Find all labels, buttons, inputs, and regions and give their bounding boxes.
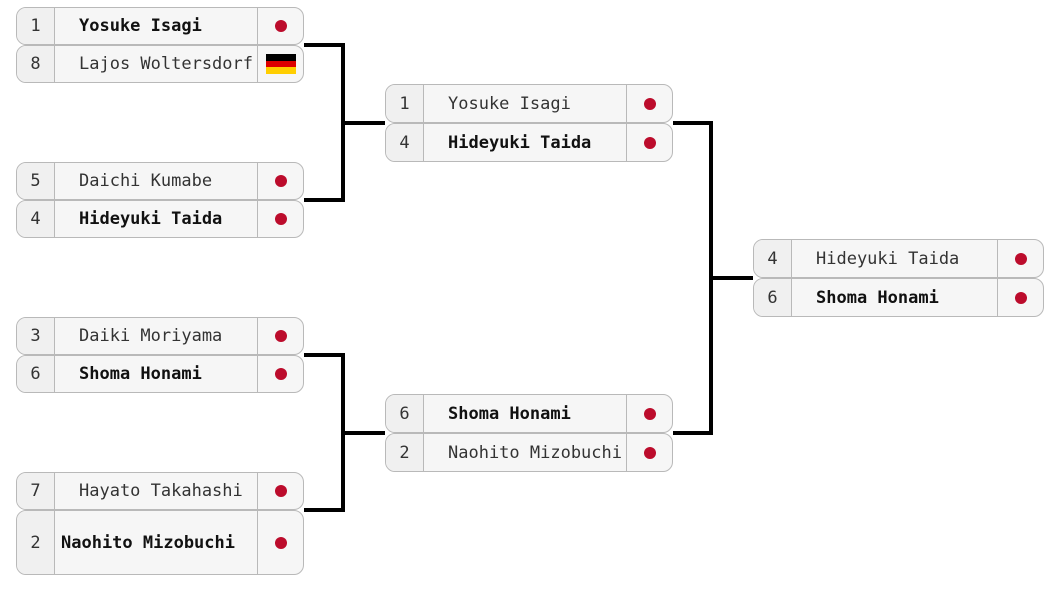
competitor-row: 1 Yosuke Isagi	[385, 84, 673, 123]
japan-flag-icon	[257, 356, 303, 392]
japan-flag-dot	[274, 368, 287, 380]
seed-number: 1	[386, 85, 424, 122]
seed-number: 5	[17, 163, 55, 199]
japan-flag-icon	[626, 85, 672, 122]
japan-flag-dot	[274, 330, 287, 342]
japan-flag-icon	[257, 511, 303, 574]
japan-flag-dot	[274, 175, 287, 187]
seed-number: 2	[17, 511, 55, 574]
seed-number: 4	[386, 124, 424, 161]
seed-number: 2	[386, 434, 424, 471]
connector-round1-lower	[304, 353, 385, 512]
competitor-row: 4 Hideyuki Taida	[385, 123, 673, 162]
competitor-name: Naohito Mizobuchi	[61, 532, 235, 553]
competitor-name: Shoma Honami	[448, 403, 571, 424]
japan-flag-icon	[626, 124, 672, 161]
seed-number: 6	[754, 279, 792, 316]
japan-flag-dot	[274, 213, 287, 225]
japan-flag-dot	[643, 97, 656, 110]
japan-flag-dot	[1014, 252, 1027, 265]
japan-flag-icon	[997, 279, 1043, 316]
competitor-name: Yosuke Isagi	[448, 93, 571, 114]
competitor-name: Yosuke Isagi	[79, 16, 202, 36]
competitor-row: 2 Naohito Mizobuchi	[385, 433, 673, 472]
competitor-name: Shoma Honami	[79, 364, 202, 384]
connector-round1-upper	[304, 43, 385, 202]
competitor-row: 6 Shoma Honami	[385, 394, 673, 433]
competitor-row: 8 Lajos Woltersdorf	[16, 45, 304, 83]
competitor-row: 1 Yosuke Isagi	[16, 7, 304, 45]
germany-flag	[265, 54, 296, 75]
japan-flag-dot	[274, 20, 287, 32]
seed-number: 4	[754, 240, 792, 277]
japan-flag-dot	[1014, 291, 1027, 304]
competitor-name: Daichi Kumabe	[79, 171, 213, 191]
japan-flag-icon	[626, 434, 672, 471]
competitor-row: 2 Naohito Mizobuchi	[16, 510, 304, 575]
competitor-name: Hayato Takahashi	[79, 481, 243, 501]
competitor-row: 3 Daiki Moriyama	[16, 317, 304, 355]
japan-flag-dot	[643, 407, 656, 420]
connector-round2	[673, 121, 753, 435]
seed-number: 6	[17, 356, 55, 392]
seed-number: 4	[17, 201, 55, 237]
competitor-name: Hideyuki Taida	[448, 132, 592, 153]
japan-flag-icon	[257, 163, 303, 199]
japan-flag-icon	[997, 240, 1043, 277]
seed-number: 7	[17, 473, 55, 509]
japan-flag-dot	[643, 446, 656, 459]
competitor-row: 4 Hideyuki Taida	[16, 200, 304, 238]
competitor-row: 6 Shoma Honami	[753, 278, 1044, 317]
competitor-name: Lajos Woltersdorf	[79, 54, 253, 74]
seed-number: 3	[17, 318, 55, 354]
competitor-name: Daiki Moriyama	[79, 326, 223, 346]
competitor-row: 5 Daichi Kumabe	[16, 162, 304, 200]
japan-flag-dot	[274, 536, 287, 549]
competitor-name: Hideyuki Taida	[816, 248, 960, 269]
japan-flag-icon	[626, 395, 672, 432]
japan-flag-dot	[643, 136, 656, 149]
competitor-row: 7 Hayato Takahashi	[16, 472, 304, 510]
competitor-name: Naohito Mizobuchi	[448, 442, 622, 463]
japan-flag-icon	[257, 201, 303, 237]
japan-flag-icon	[257, 8, 303, 44]
japan-flag-dot	[274, 485, 287, 497]
seed-number: 6	[386, 395, 424, 432]
competitor-name: Shoma Honami	[816, 287, 939, 308]
seed-number: 1	[17, 8, 55, 44]
germany-flag-icon	[257, 46, 303, 82]
japan-flag-icon	[257, 473, 303, 509]
seed-number: 8	[17, 46, 55, 82]
competitor-row: 4 Hideyuki Taida	[753, 239, 1044, 278]
competitor-row: 6 Shoma Honami	[16, 355, 304, 393]
competitor-name: Hideyuki Taida	[79, 209, 223, 229]
japan-flag-icon	[257, 318, 303, 354]
